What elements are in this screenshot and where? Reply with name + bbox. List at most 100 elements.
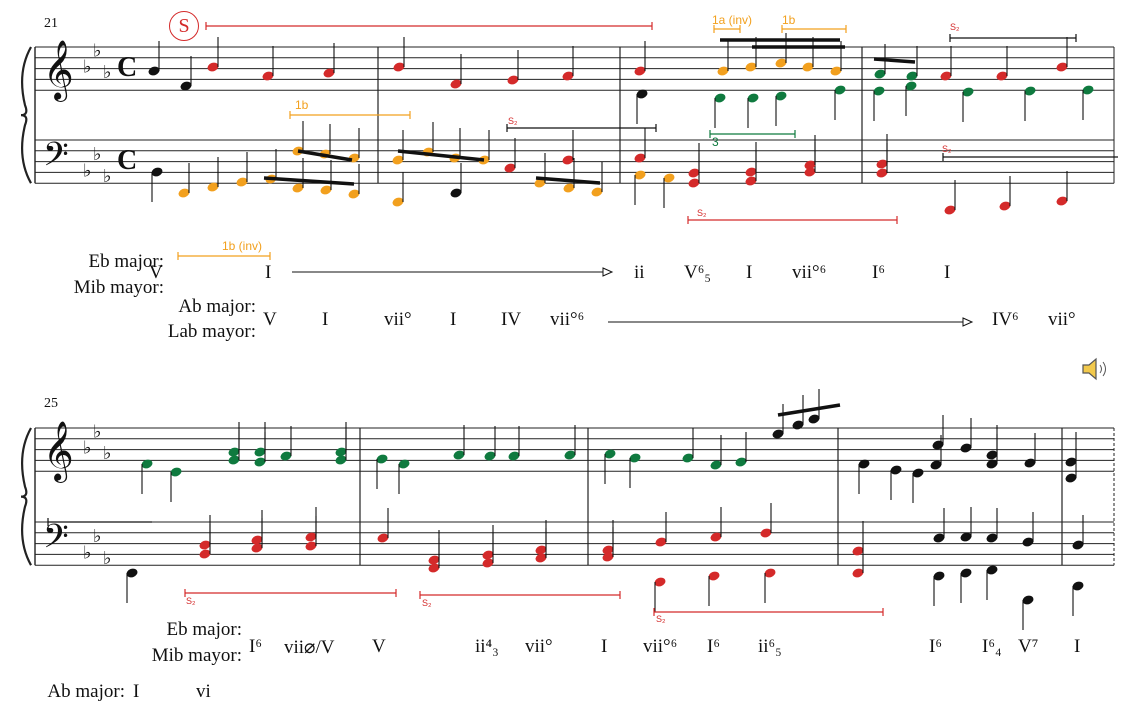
roman-numeral: I⁶ — [707, 636, 720, 657]
flat-sign: ♭ — [103, 166, 112, 187]
notehead — [428, 563, 440, 573]
s2-label: S₂ — [942, 144, 952, 154]
notehead — [180, 81, 192, 91]
notehead — [393, 62, 405, 72]
notehead — [852, 568, 864, 578]
roman-numeral: IV — [501, 309, 522, 330]
notehead — [932, 440, 944, 450]
triplet-3-label: 3 — [712, 135, 719, 149]
notehead — [262, 71, 274, 81]
notehead — [591, 187, 603, 197]
notehead — [450, 79, 462, 89]
beam — [873, 57, 916, 64]
notehead — [890, 465, 902, 475]
notehead — [534, 178, 546, 188]
notehead — [170, 467, 182, 477]
notehead — [1065, 473, 1077, 483]
notehead — [944, 205, 956, 215]
measure-number-21: 21 — [44, 16, 58, 31]
roman-numeral: I — [944, 262, 951, 283]
notehead — [564, 450, 576, 460]
notehead — [775, 58, 787, 68]
arrow-head — [962, 317, 974, 327]
notehead — [236, 177, 248, 187]
notehead — [775, 91, 787, 101]
key-label-ab: Ab major: — [178, 296, 256, 317]
notehead — [507, 75, 519, 85]
motif-1a-inv-label: 1a (inv) — [712, 13, 753, 27]
notehead — [986, 565, 998, 575]
notehead — [228, 447, 240, 457]
notehead — [772, 429, 784, 439]
notehead — [450, 188, 462, 198]
notehead — [348, 189, 360, 199]
notehead — [602, 552, 614, 562]
notehead — [199, 540, 211, 550]
notehead — [1082, 85, 1094, 95]
arrow-head — [602, 267, 614, 277]
roman-numeral: vii°⁶ — [643, 636, 678, 657]
notehead — [933, 571, 945, 581]
brace — [20, 427, 32, 566]
flat-sign: ♭ — [93, 421, 102, 442]
notehead — [504, 163, 516, 173]
roman-numeral: I — [133, 681, 140, 702]
roman-numeral: V⁷ — [1018, 636, 1039, 657]
notehead — [562, 71, 574, 81]
notehead — [858, 459, 870, 469]
key-label-eb: Eb major: — [166, 619, 242, 640]
notehead — [962, 87, 974, 97]
flat-sign: ♭ — [83, 57, 92, 78]
roman-numeral: I — [322, 309, 329, 330]
notehead — [654, 577, 666, 587]
notehead — [1072, 540, 1084, 550]
notehead — [688, 168, 700, 178]
notehead — [960, 443, 972, 453]
roman-numeral: I⁶ — [872, 262, 885, 283]
notehead — [655, 537, 667, 547]
notehead — [999, 201, 1011, 211]
notehead — [199, 549, 211, 559]
flat-sign: ♭ — [103, 443, 112, 464]
notehead — [376, 454, 388, 464]
flat-sign: ♭ — [103, 548, 112, 569]
beam — [535, 176, 601, 185]
notehead — [663, 173, 675, 183]
beam — [397, 149, 485, 162]
notehead — [335, 447, 347, 457]
notehead — [912, 468, 924, 478]
roman-numeral: I⁶ — [249, 636, 262, 657]
notehead — [178, 188, 190, 198]
roman-numeral: I — [601, 636, 608, 657]
key-label-ab: Ab major: — [47, 681, 125, 702]
time-signature: C — [117, 145, 137, 176]
flat-sign: ♭ — [93, 526, 102, 547]
play-audio-icon[interactable] — [1080, 356, 1114, 382]
roman-numeral: I — [265, 262, 272, 283]
s2-label: S₂ — [950, 22, 960, 32]
flat-sign: ♭ — [83, 438, 92, 459]
notehead — [1024, 458, 1036, 468]
roman-numeral: V — [263, 309, 277, 330]
s2-label: S₂ — [656, 614, 666, 624]
notehead — [305, 532, 317, 542]
notehead — [305, 541, 317, 551]
notehead — [428, 555, 440, 565]
notehead — [682, 453, 694, 463]
notehead — [484, 451, 496, 461]
roman-numeral: IV⁶ — [992, 309, 1019, 330]
beam — [263, 176, 355, 186]
bass-clef: 𝄢 — [43, 518, 69, 564]
notehead — [602, 545, 614, 555]
notehead — [745, 176, 757, 186]
notehead — [280, 451, 292, 461]
notehead — [1022, 537, 1034, 547]
notehead — [292, 183, 304, 193]
notehead — [717, 66, 729, 76]
notehead — [254, 457, 266, 467]
notehead — [634, 153, 646, 163]
notehead — [1056, 62, 1068, 72]
time-signature: C — [117, 52, 137, 83]
key-label-eb: Eb major: — [88, 251, 164, 272]
notehead — [710, 532, 722, 542]
